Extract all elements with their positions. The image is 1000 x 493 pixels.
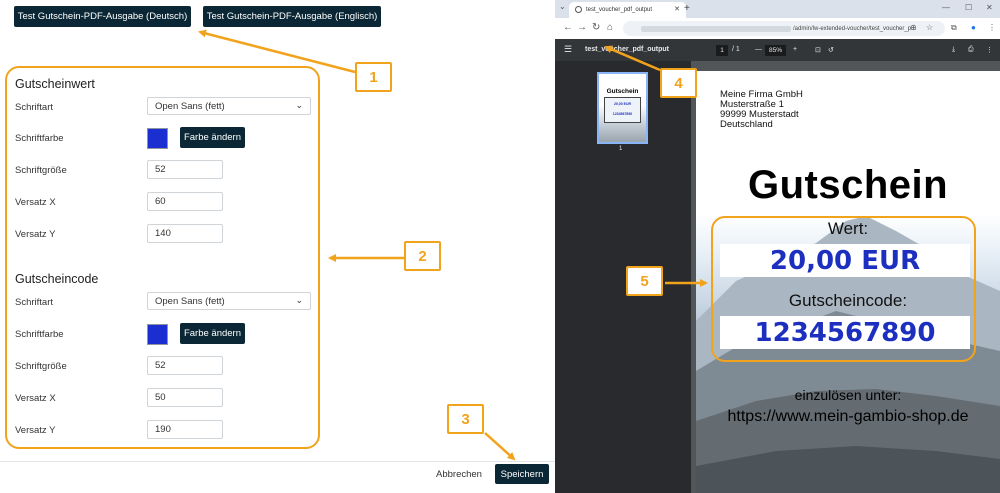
font-label: Schriftart <box>15 102 54 113</box>
url-input[interactable]: /admin/lw-extended-voucher/test_voucher_… <box>623 21 945 36</box>
thumb-code: 1234567890 <box>612 112 633 116</box>
code-font-select[interactable]: Open Sans (fett) ⌄ <box>147 292 311 310</box>
browser-window: ⌄ test_voucher_pdf_output ✕ + — ☐ ✕ ← → … <box>555 0 1000 493</box>
test-pdf-german-button[interactable]: Test Gutschein-PDF-Ausgabe (Deutsch) <box>14 6 191 27</box>
shop-url: https://www.mein-gambio-shop.de <box>727 408 969 425</box>
font-size-label: Schriftgröße <box>15 361 67 372</box>
code-change-color-button[interactable]: Farbe ändern <box>180 323 245 344</box>
tab-search-icon[interactable]: ⌄ <box>559 2 566 11</box>
footer-divider <box>0 461 555 462</box>
code-font-selected: Open Sans (fett) <box>155 295 225 307</box>
rotate-icon[interactable]: ↺ <box>828 47 834 54</box>
url-path: /admin/lw-extended-voucher/test_voucher_… <box>793 25 917 32</box>
offset-y-label: Versatz Y <box>15 425 56 436</box>
zoom-level[interactable]: 85% <box>765 45 786 56</box>
value-change-color-button[interactable]: Farbe ändern <box>180 127 245 148</box>
thumb-title: Gutschein <box>606 88 639 95</box>
annotation-badge-1: 1 <box>355 62 392 92</box>
browser-tab[interactable]: test_voucher_pdf_output ✕ <box>569 2 686 18</box>
zoom-in-icon[interactable]: + <box>793 46 798 53</box>
voucher-title: Gutschein <box>747 163 949 207</box>
pdf-page: Meine Firma GmbH Musterstraße 1 99999 Mu… <box>696 71 1000 493</box>
chevron-down-icon: ⌄ <box>295 295 303 305</box>
zoom-icon[interactable]: ⊕ <box>910 23 917 32</box>
font-label: Schriftart <box>15 297 54 308</box>
sender-address: Meine Firma GmbH Musterstraße 1 99999 Mu… <box>720 90 803 130</box>
code-label: Gutscheincode: <box>788 291 908 310</box>
more-options-icon[interactable]: ⋮ <box>986 47 993 54</box>
font-size-label: Schriftgröße <box>15 165 67 176</box>
annotation-frame-settings <box>5 66 320 449</box>
value-font-size-input[interactable]: 52 <box>147 160 223 179</box>
back-icon[interactable]: ← <box>563 22 573 33</box>
blurred-domain <box>641 25 791 32</box>
page-number-input[interactable]: 1 <box>716 45 728 56</box>
value-font-select[interactable]: Open Sans (fett) ⌄ <box>147 97 311 115</box>
reload-icon[interactable]: ↻ <box>592 22 601 33</box>
tab-title: test_voucher_pdf_output <box>586 7 653 13</box>
home-icon[interactable]: ⌂ <box>607 22 614 33</box>
window-close-icon[interactable]: ✕ <box>986 3 993 12</box>
zoom-out-icon[interactable]: — <box>755 46 762 53</box>
value-offset-x-input[interactable]: 60 <box>147 192 223 211</box>
print-icon[interactable]: ⎙ <box>968 46 974 53</box>
annotation-badge-5: 5 <box>626 266 663 296</box>
voucher-value: 20,00 EUR <box>720 244 970 277</box>
close-icon[interactable]: ✕ <box>674 6 680 13</box>
fit-page-icon[interactable]: ⊡ <box>815 47 821 54</box>
offset-y-label: Versatz Y <box>15 229 56 240</box>
code-font-size-input[interactable]: 52 <box>147 356 223 375</box>
pdf-toolbar: ☰ test_voucher_pdf_output 1 / 1 — 85% + … <box>555 39 1000 61</box>
font-color-label: Schriftfarbe <box>15 133 64 144</box>
company-name: Meine Firma GmbH <box>720 89 803 100</box>
forward-icon[interactable]: → <box>577 22 587 33</box>
cancel-button[interactable]: Abbrechen <box>436 469 482 480</box>
code-offset-x-input[interactable]: 50 <box>147 388 223 407</box>
redeem-label: einzulösen unter: <box>794 387 902 403</box>
thumbnail-sidebar: Gutschein 20,00 EUR 1234567890 1 <box>555 61 691 493</box>
value-label: Wert: <box>827 219 869 238</box>
voucher-code: 1234567890 <box>720 316 970 349</box>
value-font-selected: Open Sans (fett) <box>155 100 225 112</box>
street: Musterstraße 1 <box>720 99 784 110</box>
pdf-doc-title: test_voucher_pdf_output <box>585 46 670 53</box>
tab-strip: ⌄ test_voucher_pdf_output ✕ + — ☐ ✕ <box>555 0 1000 18</box>
thumb-address <box>604 78 644 80</box>
address-bar-row: ← → ↻ ⌂ /admin/lw-extended-voucher/test_… <box>555 18 1000 39</box>
page-total: / 1 <box>732 46 740 53</box>
bookmark-star-icon[interactable]: ☆ <box>926 23 934 32</box>
value-offset-y-input[interactable]: 140 <box>147 224 223 243</box>
code-offset-y-input[interactable]: 190 <box>147 420 223 439</box>
hamburger-menu-icon[interactable]: ☰ <box>564 44 573 54</box>
offset-x-label: Versatz X <box>15 197 56 208</box>
annotation-badge-2: 2 <box>404 241 441 271</box>
download-icon[interactable]: ⤓ <box>952 46 956 53</box>
section-title-voucher-code: Gutscheincode <box>15 272 99 286</box>
minimize-icon[interactable]: — <box>942 3 950 12</box>
chevron-down-icon: ⌄ <box>295 100 303 110</box>
annotation-badge-4: 4 <box>660 68 697 98</box>
page-thumbnail[interactable]: Gutschein 20,00 EUR 1234567890 <box>597 72 648 144</box>
menu-icon[interactable]: ⋮ <box>988 23 996 32</box>
thumbnail-number: 1 <box>619 146 623 152</box>
save-button[interactable]: Speichern <box>495 464 549 484</box>
font-color-label: Schriftfarbe <box>15 329 64 340</box>
country: Deutschland <box>720 119 773 130</box>
offset-x-label: Versatz X <box>15 393 56 404</box>
mountain-background-image <box>696 216 1000 493</box>
value-color-swatch[interactable] <box>147 128 168 149</box>
thumb-value: 20,00 EUR <box>613 102 632 106</box>
code-color-swatch[interactable] <box>147 324 168 345</box>
extensions-icon[interactable]: ⧉ <box>951 23 957 32</box>
thumb-box <box>604 97 641 123</box>
profile-icon[interactable]: ● <box>971 23 976 32</box>
globe-icon <box>575 6 582 13</box>
maximize-icon[interactable]: ☐ <box>965 3 973 12</box>
test-pdf-english-button[interactable]: Test Gutschein-PDF-Ausgabe (Englisch) <box>203 6 381 27</box>
section-title-voucher-value: Gutscheinwert <box>15 77 95 91</box>
new-tab-icon[interactable]: + <box>684 3 690 14</box>
city: 99999 Musterstadt <box>720 109 799 120</box>
annotation-frame-voucher-box <box>711 216 976 362</box>
annotation-badge-3: 3 <box>447 404 484 434</box>
